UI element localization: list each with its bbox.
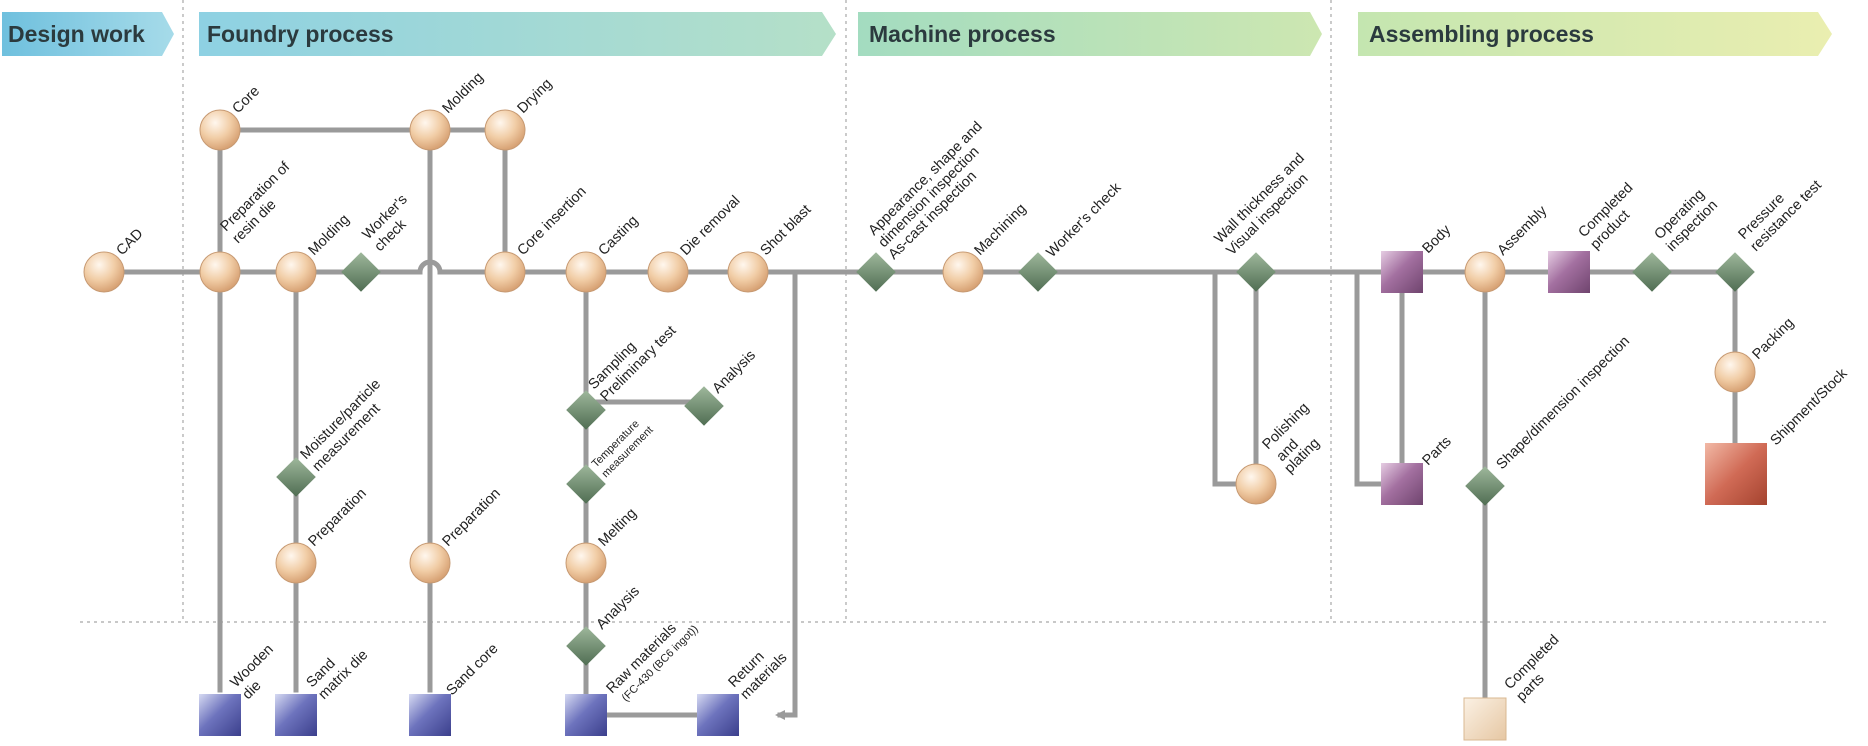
label-molding: Molding	[306, 212, 353, 259]
node-pressure-test	[1715, 252, 1755, 292]
node-wall-thickness	[1236, 252, 1276, 292]
node-temperature	[566, 464, 606, 504]
phase-title-assembling: Assembling process	[1369, 21, 1594, 47]
node-body	[1381, 251, 1423, 293]
node-analysis-sampling	[684, 386, 724, 426]
phase-header-foundry: Foundry process	[199, 12, 836, 56]
label-assembly: Assembly	[1495, 203, 1551, 259]
node-resin-die	[199, 251, 241, 293]
node-core	[199, 109, 241, 151]
label-core-insertion: Core insertion	[515, 184, 590, 259]
node-preparation-sand	[275, 542, 317, 584]
node-operating-inspection	[1632, 252, 1672, 292]
node-analysis-raw	[566, 626, 606, 666]
node-casting	[565, 251, 607, 293]
flow-lines	[101, 127, 1741, 720]
label-analysis-raw: Analysis	[594, 583, 643, 632]
node-labels: CAD Core Molding Drying Preparation of r…	[114, 70, 1852, 705]
node-machining	[942, 251, 984, 293]
node-die-removal	[647, 251, 689, 293]
label-parts: Parts	[1420, 434, 1455, 469]
node-drying	[484, 109, 526, 151]
node-parts	[1381, 463, 1423, 505]
node-preparation-core	[409, 542, 451, 584]
node-wooden-die	[199, 694, 241, 736]
node-raw-materials	[565, 694, 607, 736]
label-molding-top: Molding	[440, 70, 487, 117]
label-sand-core: Sand core	[444, 641, 502, 699]
label-shot-blast: Shot blast	[758, 202, 815, 259]
label-workers-check-machine: Worker's check	[1044, 179, 1125, 260]
label-casting: Casting	[596, 213, 642, 259]
node-packing	[1714, 351, 1756, 393]
label-die-removal: Die removal	[678, 193, 744, 259]
node-sampling	[566, 390, 606, 430]
label-drying: Drying	[515, 76, 556, 117]
node-sand-matrix-die	[275, 694, 317, 736]
phase-title-foundry: Foundry process	[207, 21, 394, 47]
node-completed-parts	[1463, 697, 1507, 741]
phase-header-machine: Machine process	[858, 12, 1322, 56]
node-return-materials	[697, 694, 739, 736]
label-inspection-line2: dimension inspection	[876, 144, 983, 251]
node-core-insertion	[484, 251, 526, 293]
label-shape-dimension: Shape/dimension inspection	[1494, 333, 1634, 473]
node-cad	[83, 251, 125, 293]
label-melting: Melting	[596, 505, 640, 549]
label-core: Core	[230, 83, 264, 117]
phase-title-machine: Machine process	[869, 21, 1056, 47]
label-cad: CAD	[114, 226, 147, 259]
node-melting	[565, 542, 607, 584]
node-sand-core	[409, 694, 451, 736]
label-packing: Packing	[1750, 315, 1798, 363]
node-shot-blast	[727, 251, 769, 293]
phase-header-design: Design work	[2, 12, 174, 56]
label-preparation-sand: Preparation	[306, 486, 370, 550]
node-molding	[275, 251, 317, 293]
node-polishing	[1235, 463, 1277, 505]
node-shipment-stock	[1705, 443, 1767, 505]
label-machining: Machining	[972, 201, 1030, 259]
node-molding-top	[409, 109, 451, 151]
label-analysis-sampling: Analysis	[710, 347, 759, 396]
node-workers-check	[341, 252, 381, 292]
phase-header-assembling: Assembling process	[1358, 12, 1832, 56]
label-preparation-core: Preparation	[440, 486, 504, 550]
node-assembly	[1464, 251, 1506, 293]
node-as-cast-inspection	[856, 252, 896, 292]
node-completed-product	[1548, 251, 1590, 293]
phase-title-design: Design work	[8, 21, 145, 47]
node-shape-dimension	[1465, 466, 1505, 506]
label-shipment-stock: Shipment/Stock	[1768, 365, 1852, 449]
label-body: Body	[1420, 222, 1455, 257]
